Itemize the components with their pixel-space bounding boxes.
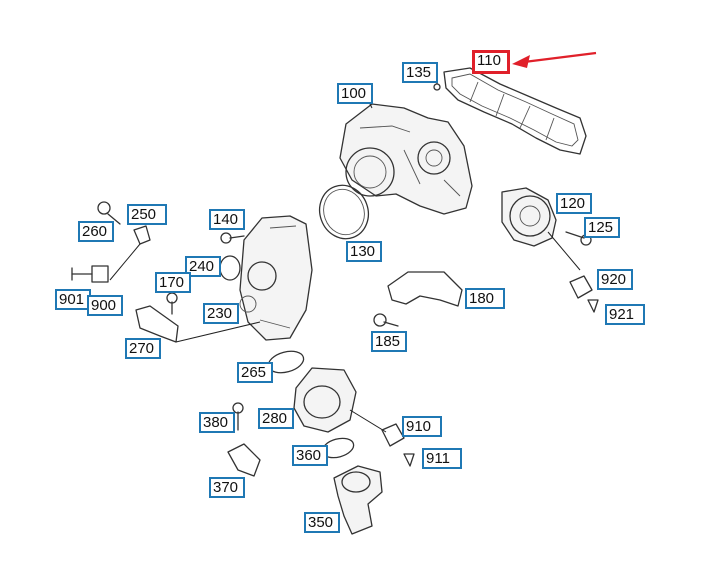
bracket-180 (387, 271, 463, 307)
plug-900 (71, 265, 109, 283)
callout-910: 910 (402, 416, 442, 437)
callout-140: 140 (209, 209, 245, 230)
callout-920: 920 (597, 269, 633, 290)
callout-360: 360 (292, 445, 328, 466)
callout-380: 380 (199, 412, 235, 433)
connector-920 (569, 275, 599, 313)
callout-130: 130 (346, 241, 382, 262)
callout-260: 260 (78, 221, 114, 242)
bracket-370 (227, 443, 261, 477)
highlight-arrow (512, 51, 597, 68)
housing-100 (339, 95, 473, 215)
bolt-380 (232, 402, 244, 431)
callout-135: 135 (402, 62, 438, 83)
callout-230: 230 (203, 303, 239, 324)
ring-240 (219, 255, 241, 281)
callout-911: 911 (422, 448, 462, 469)
callout-270: 270 (125, 338, 161, 359)
bolt-170 (166, 292, 178, 315)
pump-120 (501, 187, 581, 271)
callout-100: 100 (337, 83, 373, 104)
callout-120: 120 (556, 193, 592, 214)
screw-260 (97, 201, 121, 225)
callout-900: 900 (87, 295, 123, 316)
elbow-350 (333, 465, 383, 535)
gasket-110 (443, 67, 587, 155)
bolt-140 (220, 232, 245, 244)
callout-125: 125 (584, 217, 620, 238)
callout-921: 921 (605, 304, 645, 325)
callout-280: 280 (258, 408, 294, 429)
callout-180: 180 (465, 288, 505, 309)
callout-240: 240 (185, 256, 221, 277)
callout-350: 350 (304, 512, 340, 533)
adapter-230 (239, 215, 313, 341)
callout-170: 170 (155, 272, 191, 293)
callout-110: 110 (472, 50, 510, 74)
throttle-280 (293, 367, 387, 433)
callout-370: 370 (209, 477, 245, 498)
callout-250: 250 (127, 204, 167, 225)
bolt-185 (373, 313, 399, 327)
callout-901: 901 (55, 289, 91, 310)
callout-185: 185 (371, 331, 407, 352)
o-ring-130 (318, 184, 370, 240)
callout-265: 265 (237, 362, 273, 383)
connector-910 (381, 423, 415, 467)
bracket-270 (135, 305, 261, 343)
sensor-250 (109, 225, 151, 281)
